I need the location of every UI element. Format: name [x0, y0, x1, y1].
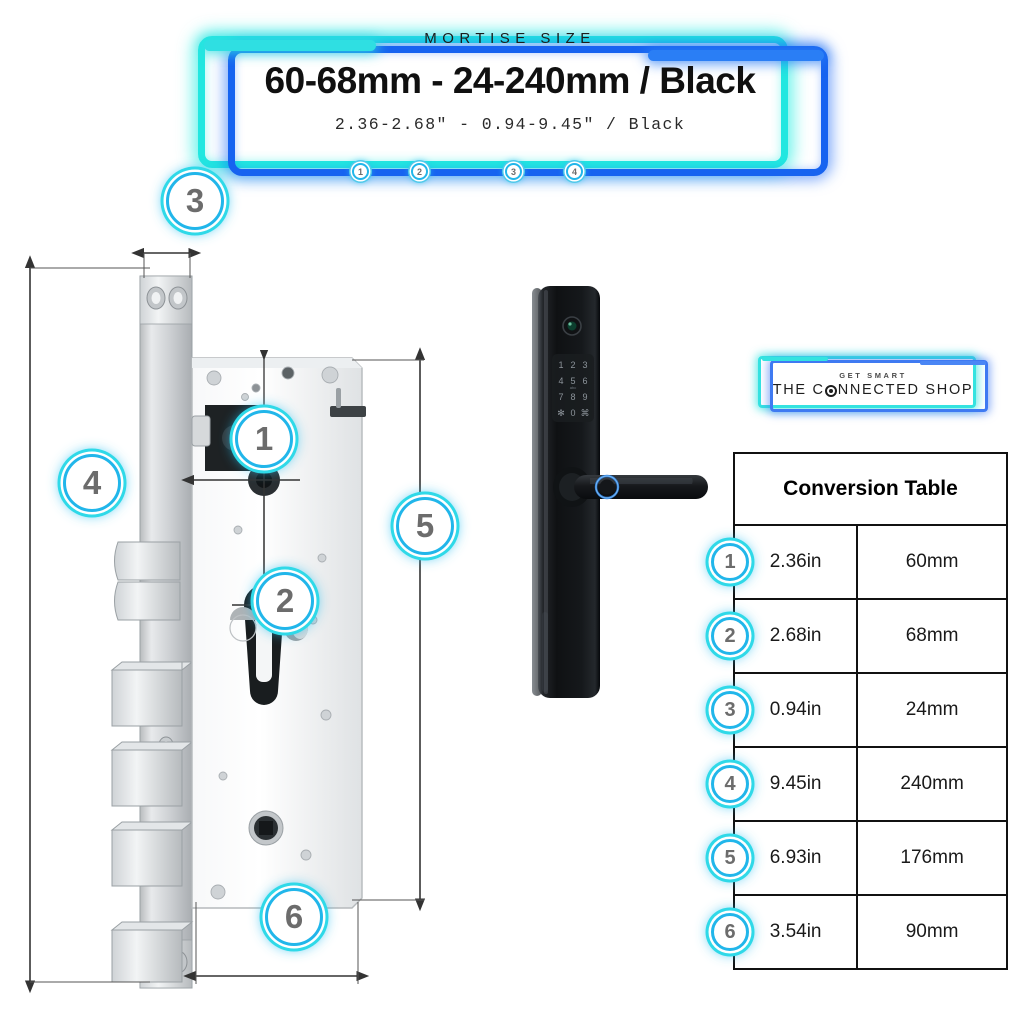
- svg-text:8: 8: [570, 392, 575, 402]
- diagram-callout-3: 3: [166, 172, 224, 230]
- table-row: 2.36in 60mm: [732, 524, 1008, 600]
- diagram-callout-4: 4: [63, 454, 121, 512]
- svg-text:7: 7: [558, 392, 563, 402]
- conversion-table-wrap: Conversion Table 2.36in 60mm 2.68in 68mm…: [711, 452, 1008, 970]
- page-title: 60-68mm - 24-240mm / Black: [264, 60, 756, 101]
- cell-mm: 176mm: [856, 820, 1008, 896]
- logo-accent-blue: [920, 361, 986, 365]
- cell-mm: 68mm: [856, 598, 1008, 674]
- svg-text:abc: abc: [570, 385, 576, 390]
- cell-mm: 90mm: [856, 894, 1008, 970]
- table-marker-4: 4: [711, 765, 749, 803]
- table-row: 0.94in 24mm: [732, 672, 1008, 748]
- logo-frame-cyan: [758, 356, 976, 408]
- table-marker-column: 1 2 3 4 5 6: [711, 524, 755, 970]
- table-marker-1: 1: [711, 543, 749, 581]
- svg-text:1: 1: [558, 360, 563, 370]
- diagram-callout-5: 5: [396, 497, 454, 555]
- diagram-callout-2: 2: [256, 572, 314, 630]
- logo-wordmark-part-2: NNECTED SHOP: [837, 381, 974, 398]
- table-marker-2: 2: [711, 617, 749, 655]
- cell-mm: 60mm: [856, 524, 1008, 600]
- svg-text:5: 5: [570, 376, 575, 386]
- cell-inches: 3.54in: [732, 894, 859, 970]
- svg-text:9: 9: [582, 392, 587, 402]
- cell-inches: 6.93in: [732, 820, 859, 896]
- header-marker-3: 3: [505, 163, 522, 180]
- cell-inches: 9.45in: [732, 746, 859, 822]
- cell-inches: 0.94in: [732, 672, 859, 748]
- logo-accent-cyan: [762, 357, 828, 361]
- cell-inches: 2.36in: [732, 524, 859, 600]
- logo-wordmark-part-1: THE C: [772, 381, 825, 398]
- table-row: 2.68in 68mm: [732, 598, 1008, 674]
- diagram-callout-1: 1: [235, 410, 293, 468]
- header-accent-cap-cyan: [204, 40, 376, 51]
- table-marker-5: 5: [711, 839, 749, 877]
- header-banner: MORTISE SIZE 60-68mm - 24-240mm / Black …: [180, 22, 840, 182]
- table-row: 6.93in 176mm: [732, 820, 1008, 896]
- logo-frame-blue: [770, 360, 988, 412]
- svg-text:⌘: ⌘: [581, 408, 590, 418]
- header-eyebrow: MORTISE SIZE: [424, 30, 596, 47]
- svg-text:3: 3: [582, 360, 587, 370]
- header-frame-cyan: [198, 36, 788, 168]
- table-row: 3.54in 90mm: [732, 894, 1008, 970]
- conversion-table: Conversion Table 2.36in 60mm 2.68in 68mm…: [732, 452, 1008, 970]
- header-frame-blue: [228, 46, 828, 176]
- conversion-table-title: Conversion Table: [733, 452, 1008, 526]
- table-marker-6: 6: [711, 913, 749, 951]
- logo-circle-icon: [825, 384, 838, 397]
- svg-text:6: 6: [582, 376, 587, 386]
- header-marker-2: 2: [411, 163, 428, 180]
- logo-tagline: GET SMART: [839, 370, 907, 380]
- cell-mm: 24mm: [856, 672, 1008, 748]
- svg-text:✻: ✻: [557, 408, 565, 418]
- svg-text:2: 2: [570, 360, 575, 370]
- table-marker-3: 3: [711, 691, 749, 729]
- brand-logo: GET SMART THE C NNECTED SHOP: [748, 348, 998, 420]
- svg-text:0: 0: [570, 408, 575, 418]
- table-header-row: Conversion Table: [733, 452, 1008, 526]
- table-row: 9.45in 240mm: [732, 746, 1008, 822]
- header-marker-4: 4: [566, 163, 583, 180]
- cell-mm: 240mm: [856, 746, 1008, 822]
- diagram-callout-6: 6: [265, 888, 323, 946]
- header-subtitle: 2.36-2.68" - 0.94-9.45" / Black: [334, 115, 686, 134]
- header-marker-1: 1: [352, 163, 369, 180]
- logo-wordmark: THE C NNECTED SHOP: [773, 382, 974, 398]
- header-accent-cap-blue: [648, 50, 824, 61]
- svg-text:4: 4: [558, 376, 563, 386]
